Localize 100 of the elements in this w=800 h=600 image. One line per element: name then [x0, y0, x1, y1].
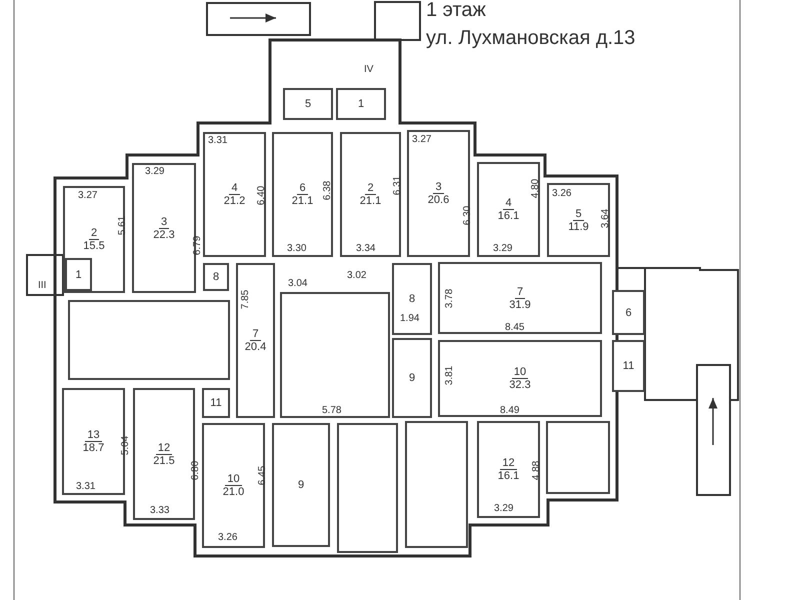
room-box — [612, 340, 645, 392]
room-outline — [337, 423, 398, 553]
dimension-label: 3.29 — [493, 243, 512, 254]
room-number: 2 — [365, 182, 376, 195]
room-area: 11.9 — [568, 220, 589, 232]
room-area: 21.1 — [360, 195, 382, 207]
dimension-label: 6.38 — [322, 180, 334, 200]
room-number: 11 — [210, 397, 222, 409]
dimension-label: 3.26 — [218, 532, 238, 543]
room-box — [63, 186, 125, 293]
room-area: 15.5 — [83, 240, 105, 252]
dimension-label: 6.30 — [462, 206, 474, 226]
dimension-label: 6.45 — [257, 466, 268, 486]
dimension-label: 4.80 — [530, 178, 542, 198]
dimension-label: 3.27 — [78, 190, 98, 201]
room-box — [392, 338, 432, 418]
dimension-label: 1.94 — [400, 313, 420, 324]
room-box — [236, 263, 275, 418]
room-box — [202, 423, 265, 548]
stair-label: IV — [364, 64, 374, 75]
room-area: 21.5 — [153, 454, 175, 466]
dimension-label: 3.29 — [145, 166, 164, 177]
dimension-label: 6.40 — [256, 186, 268, 206]
room-box — [283, 88, 333, 120]
room-outline — [68, 300, 230, 380]
dimension-label: 3.27 — [412, 134, 432, 145]
room-number: 7 — [514, 286, 526, 298]
dimension-label: 3.64 — [600, 208, 612, 228]
dimension-label: 3.81 — [444, 366, 456, 386]
dimension-label: 3.31 — [208, 135, 228, 146]
room-number: 5 — [304, 98, 312, 110]
room-box — [392, 263, 432, 335]
room-number: 9 — [408, 372, 416, 384]
dimension-label: 6.31 — [392, 176, 404, 196]
room-box — [272, 132, 333, 257]
stair-label: III — [38, 280, 46, 291]
room-number: 3 — [433, 181, 444, 194]
room-number: 2 — [88, 227, 100, 240]
room-area: 20.4 — [244, 341, 266, 353]
room-box — [477, 421, 540, 518]
dimension-label: 3.34 — [356, 243, 376, 254]
room-area: 22.3 — [153, 228, 175, 240]
dimension-label: 3.02 — [347, 270, 366, 281]
room-area: 21.2 — [224, 195, 246, 207]
dimension-label: 3.33 — [150, 505, 170, 516]
room-box — [203, 132, 266, 257]
room-area: 21.1 — [292, 195, 314, 207]
room-area: 21.0 — [222, 486, 244, 498]
room-box — [340, 132, 401, 257]
room-number: 12 — [156, 442, 172, 454]
dimension-label: 5.78 — [322, 405, 342, 416]
dimension-label: 3.29 — [494, 503, 514, 514]
dimension-label: 4.88 — [531, 460, 542, 480]
room-number: 3 — [158, 216, 170, 228]
room-outline — [280, 292, 390, 418]
dimension-label: 3.04 — [288, 278, 308, 289]
room-number: 4 — [229, 182, 240, 195]
room-area: 31.9 — [509, 298, 531, 310]
room-box — [65, 258, 92, 291]
room-number: 12 — [500, 457, 517, 470]
room-number: 8 — [408, 293, 416, 305]
room-number: 1 — [75, 268, 82, 280]
dimension-label: 5.61 — [117, 216, 128, 236]
room-outline — [405, 421, 468, 548]
room-box — [407, 130, 470, 257]
room-number: 7 — [250, 328, 261, 341]
room-area: 18.7 — [82, 442, 104, 454]
dimension-label: 8.45 — [505, 322, 524, 333]
dimension-label: 6.80 — [190, 460, 202, 480]
room-number: 5 — [573, 208, 584, 220]
room-area: 16.1 — [498, 470, 520, 482]
dimension-label: 3.78 — [444, 288, 456, 308]
dimension-label: 3.30 — [287, 243, 306, 254]
room-box — [438, 262, 602, 334]
room-number: 1 — [358, 98, 364, 110]
room-box — [272, 423, 330, 547]
floor-heading: 1 этаж — [426, 0, 486, 22]
room-number: 4 — [503, 197, 514, 210]
room-number: 11 — [622, 360, 634, 372]
room-box — [612, 290, 645, 335]
room-number: 9 — [298, 479, 304, 491]
room-box — [477, 162, 540, 257]
room-area: 20.6 — [428, 194, 450, 206]
room-area: 32.3 — [509, 379, 531, 391]
room-number: 10 — [225, 473, 242, 486]
dimension-label: 6.79 — [192, 236, 204, 256]
dimension-label: 3.26 — [552, 188, 572, 199]
dimension-label: 8.49 — [500, 405, 520, 416]
room-area: 16.1 — [498, 210, 520, 222]
room-box — [547, 183, 610, 257]
room-number: 13 — [85, 429, 102, 442]
room-box — [203, 263, 229, 291]
dimension-label: 7.85 — [240, 290, 252, 310]
dimension-label: 5.04 — [120, 436, 132, 456]
room-box — [336, 88, 386, 120]
room-box — [438, 340, 602, 417]
room-box — [202, 388, 230, 418]
room-number: 8 — [212, 271, 220, 283]
room-number: 6 — [625, 306, 632, 318]
room-number: 10 — [512, 366, 528, 379]
